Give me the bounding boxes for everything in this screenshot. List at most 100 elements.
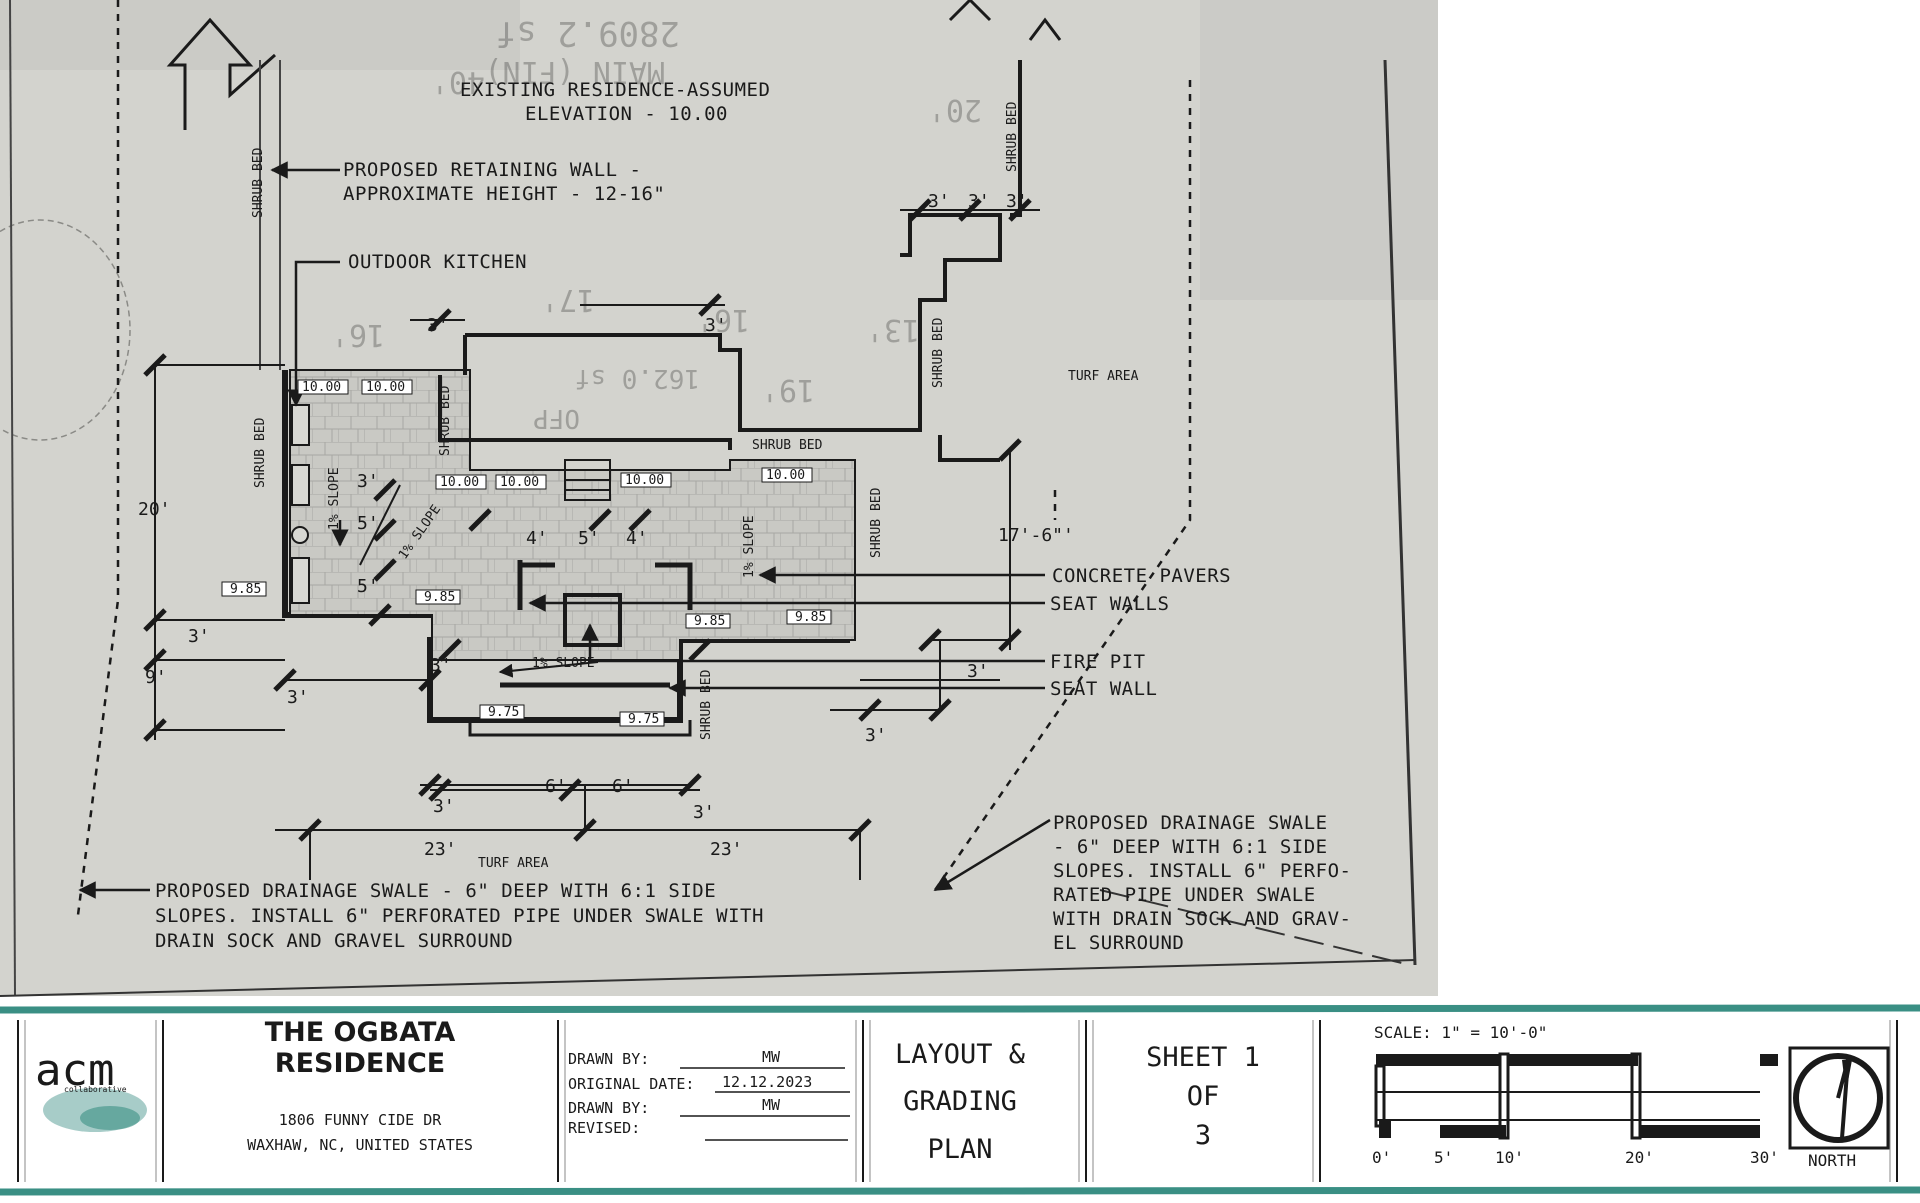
- shrub-bed-label-2: SHRUB BED: [253, 417, 268, 488]
- bg-ofp-label: OFP: [533, 403, 580, 433]
- seat-walls: [500, 560, 693, 688]
- dim-3-g: 3': [188, 626, 210, 647]
- elev-tag-6: 10.00: [766, 468, 805, 483]
- bg-13-label: 13': [866, 312, 920, 347]
- elev-tag-9: 9.85: [694, 614, 725, 629]
- scale-10: 10': [1495, 1148, 1524, 1167]
- dim-4-a: 4': [526, 528, 548, 549]
- elev-tag-12: 9.75: [628, 712, 659, 727]
- dimension-lines: [154, 209, 1040, 880]
- shrub-bed-label-6: SHRUB BED: [869, 487, 884, 558]
- sheet-number-line2: OF: [1187, 1081, 1220, 1112]
- shrub-bed-label-5: SHRUB BED: [931, 317, 946, 388]
- scale-label: SCALE: 1" = 10'-0": [1374, 1023, 1547, 1042]
- dim-3-j: 3': [433, 796, 455, 817]
- drawn-by2-label: DRAWN BY:: [568, 1099, 649, 1117]
- seat-wall-label: SEAT WALL: [1050, 678, 1157, 700]
- dim-3-l: 3': [967, 661, 989, 682]
- bg-19-label: 19': [761, 372, 815, 407]
- retaining-wall-note-line1: PROPOSED RETAINING WALL -: [343, 159, 641, 181]
- elev-tag-11: 9.75: [488, 705, 519, 720]
- dim-6-a: 6': [545, 776, 567, 797]
- drawn-by2-value: MW: [762, 1096, 781, 1114]
- swale-right-line2: - 6" DEEP WITH 6:1 SIDE: [1053, 836, 1328, 858]
- elev-tag-10: 9.85: [795, 610, 826, 625]
- shrub-bed-label-8: SHRUB BED: [752, 438, 823, 453]
- swale-note-left: PROPOSED DRAINAGE SWALE - 6" DEEP WITH 6…: [155, 880, 764, 952]
- swale-right-line5: WITH DRAIN SOCK AND GRAV-: [1053, 908, 1351, 930]
- elev-tag-8: 9.85: [424, 590, 455, 605]
- leader-arrows: [78, 161, 1051, 899]
- scale-30: 30': [1750, 1148, 1779, 1167]
- scale-0: 0': [1372, 1148, 1391, 1167]
- drawn-by-value: MW: [762, 1048, 781, 1066]
- logo-text: acm: [35, 1045, 114, 1096]
- swale-right-line3: SLOPES. INSTALL 6" PERFO-: [1053, 860, 1351, 882]
- shrub-bed-label-3: SHRUB BED: [438, 385, 453, 456]
- residence-note-line2: ELEVATION - 10.00: [525, 103, 728, 125]
- concrete-paver-patio: [289, 369, 856, 661]
- north-arrow-icon: NORTH: [1788, 1046, 1890, 1170]
- dim-3-i: 3': [430, 655, 452, 676]
- swale-right-line6: EL SURROUND: [1053, 932, 1184, 954]
- swale-left-line3: DRAIN SOCK AND GRAVEL SURROUND: [155, 930, 513, 952]
- dim-3-f: 3': [357, 471, 379, 492]
- dim-3-b: 3': [705, 315, 727, 336]
- bg-main-label: MAIN (FIN): [484, 54, 665, 89]
- swale-left-line1: PROPOSED DRAINAGE SWALE - 6" DEEP WITH 6…: [155, 880, 716, 902]
- bg-area2-label: 162.0 sf: [575, 363, 700, 393]
- dimension-texts: 3' 3' 3' 3' 3' 3' 5' 5' 4' 5' 4' 20' 3' …: [138, 191, 1074, 860]
- address-line1: 1806 FUNNY CIDE DR: [279, 1111, 443, 1129]
- shrub-bed-label-4: SHRUB BED: [1005, 101, 1020, 172]
- bg-17-label: 17': [541, 282, 595, 317]
- seat-walls-label: SEAT WALLS: [1050, 593, 1169, 615]
- swale-right-line1: PROPOSED DRAINAGE SWALE: [1053, 812, 1328, 834]
- scale-20: 20': [1625, 1148, 1654, 1167]
- dimension-ticks: [143, 198, 1032, 842]
- residence-note-line1: EXISTING RESIDENCE-ASSUMED: [460, 79, 770, 101]
- dim-23-b: 23': [710, 839, 743, 860]
- elev-tag-3: 10.00: [440, 475, 479, 490]
- dim-23-a: 23': [424, 839, 457, 860]
- slope-label-1: 1% SLOPE: [327, 467, 342, 530]
- sheet-title-line3: PLAN: [927, 1134, 992, 1165]
- dim-5-c: 5': [578, 528, 600, 549]
- concrete-pavers-label: CONCRETE PAVERS: [1052, 565, 1231, 587]
- dim-3-m: 3': [865, 725, 887, 746]
- dim-3-d: 3': [968, 191, 990, 212]
- fire-pit: [563, 593, 622, 647]
- slope-label-3: 1% SLOPE: [742, 515, 757, 578]
- drawn-by-label: DRAWN BY:: [568, 1050, 649, 1068]
- swale-note-right: PROPOSED DRAINAGE SWALE - 6" DEEP WITH 6…: [1053, 812, 1351, 954]
- elev-tag-1: 10.00: [302, 380, 341, 395]
- dim-5-b: 5': [357, 576, 379, 597]
- shrub-bed-label-7: SHRUB BED: [699, 669, 714, 740]
- property-lines: [76, 0, 1192, 916]
- bg-40-label: 40': [431, 64, 485, 99]
- bg-16a-label: 16': [331, 317, 385, 352]
- dim-3-e: 3': [1006, 191, 1028, 212]
- original-date-value: 12.12.2023: [722, 1073, 812, 1091]
- address-line2: WAXHAW, NC, UNITED STATES: [247, 1136, 473, 1154]
- logo-subtext: collaborative: [64, 1085, 127, 1094]
- dim-6-b: 6': [612, 776, 634, 797]
- title-block: acm collaborative THE OGBATA RESIDENCE 1…: [0, 1000, 1920, 1199]
- elev-tag-4: 10.00: [500, 475, 539, 490]
- sheet-number-line1: SHEET 1: [1146, 1042, 1260, 1073]
- dim-17-6: 17'-6"': [998, 525, 1074, 546]
- turf-area-label-1: TURF AREA: [1068, 369, 1139, 384]
- shrub-bed-label-1: SHRUB BED: [251, 147, 266, 218]
- outdoor-kitchen-label: OUTDOOR KITCHEN: [348, 251, 527, 273]
- scale-5: 5': [1434, 1148, 1453, 1167]
- sheet-title-line2: GRADING: [903, 1086, 1017, 1117]
- dim-3-a: 3': [427, 315, 449, 336]
- dim-3-c: 3': [928, 191, 950, 212]
- swale-left-line2: SLOPES. INSTALL 6" PERFORATED PIPE UNDER…: [155, 905, 764, 927]
- north-label: NORTH: [1808, 1151, 1856, 1170]
- dim-3-h: 3': [287, 687, 309, 708]
- dim-3-k: 3': [693, 802, 715, 823]
- elevation-tags: 10.00 10.00 10.00 10.00 10.00 10.00 9.85…: [221, 379, 832, 727]
- original-date-label: ORIGINAL DATE:: [568, 1075, 694, 1093]
